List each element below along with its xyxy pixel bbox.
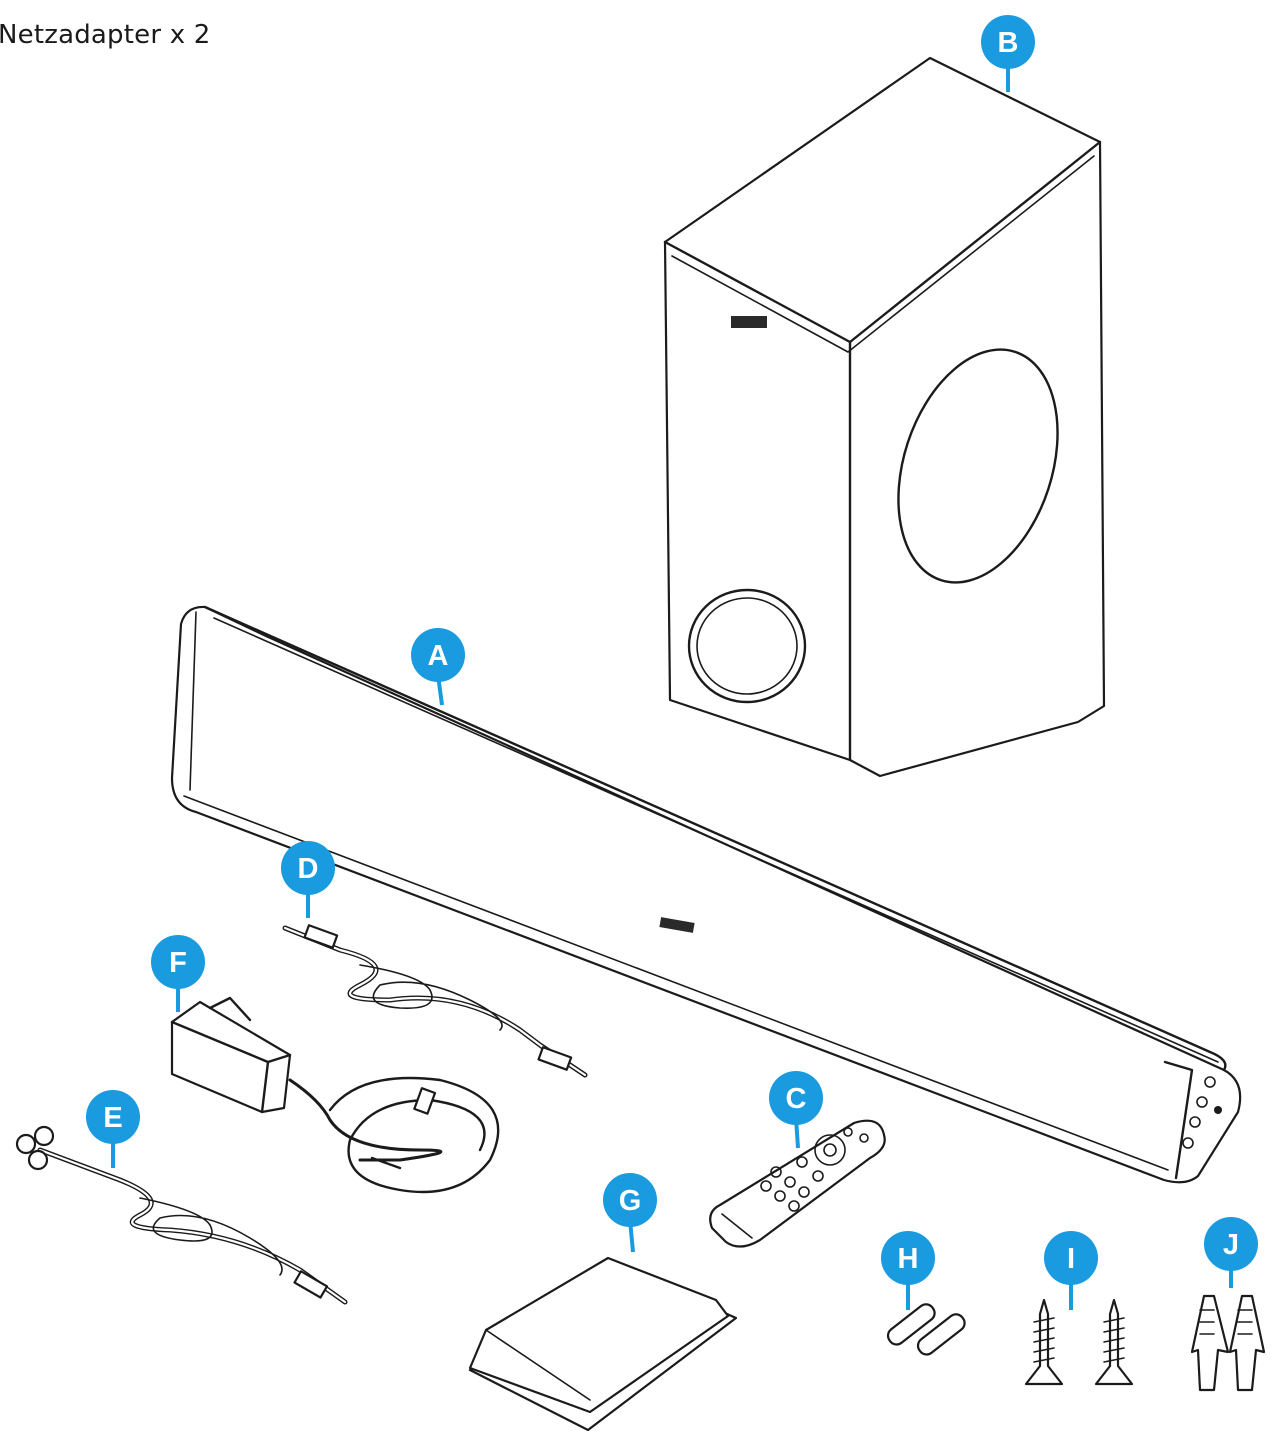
brand-logo xyxy=(731,316,767,328)
callout-g-manual: G xyxy=(603,1173,657,1253)
callout-badge-letter: B xyxy=(998,27,1019,59)
soundbar-buttons xyxy=(1182,1076,1222,1149)
callout-badge-letter: J xyxy=(1223,1229,1239,1261)
rca-cable xyxy=(15,1125,348,1305)
remote-control xyxy=(709,1119,886,1248)
callout-badge-letter: A xyxy=(428,640,449,672)
callout-d-audio-cable: D xyxy=(281,841,335,918)
callout-badge-letter: H xyxy=(898,1243,919,1275)
callout-badge-circle xyxy=(411,628,465,682)
callout-e-rca-cable: E xyxy=(86,1090,140,1168)
callout-badge-circle xyxy=(86,1090,140,1144)
callout-f-power-adapter: F xyxy=(151,935,205,1012)
callout-badge-letter: G xyxy=(619,1185,642,1217)
brand-logo xyxy=(659,917,695,933)
callout-j-wall-anchors: J xyxy=(1204,1217,1258,1288)
callout-badge-circle xyxy=(1204,1217,1258,1271)
callout-badge-circle xyxy=(281,841,335,895)
callout-badge-letter: I xyxy=(1067,1243,1075,1275)
callout-badge-circle xyxy=(981,15,1035,69)
power-adapter xyxy=(170,996,500,1194)
caption: Netzadapter x 2 xyxy=(0,20,211,50)
wall-anchors xyxy=(1190,1294,1266,1392)
callout-badge-circle xyxy=(603,1173,657,1227)
callout-badge-letter: E xyxy=(103,1102,122,1134)
soundbar xyxy=(170,605,1242,1184)
callout-a-soundbar: A xyxy=(411,628,465,706)
callout-badge-circle xyxy=(151,935,205,989)
callout-h-batteries: H xyxy=(881,1231,935,1310)
callout-i-screws: I xyxy=(1044,1231,1098,1310)
callout-badges: A B C D E F G H I J xyxy=(86,15,1258,1310)
callout-c-remote-control: C xyxy=(769,1071,823,1149)
subwoofer xyxy=(663,56,1106,778)
batteries xyxy=(886,1303,966,1356)
callout-badge-letter: D xyxy=(298,853,319,885)
callout-badge-letter: C xyxy=(786,1083,807,1115)
callout-badge-letter: F xyxy=(169,947,187,979)
callout-badge-circle xyxy=(881,1231,935,1285)
manual xyxy=(468,1256,738,1431)
callout-badge-circle xyxy=(1044,1231,1098,1285)
callout-badge-circle xyxy=(769,1071,823,1125)
callout-b-subwoofer: B xyxy=(981,15,1035,92)
audio-cable xyxy=(282,924,588,1078)
screws xyxy=(1024,1298,1134,1386)
